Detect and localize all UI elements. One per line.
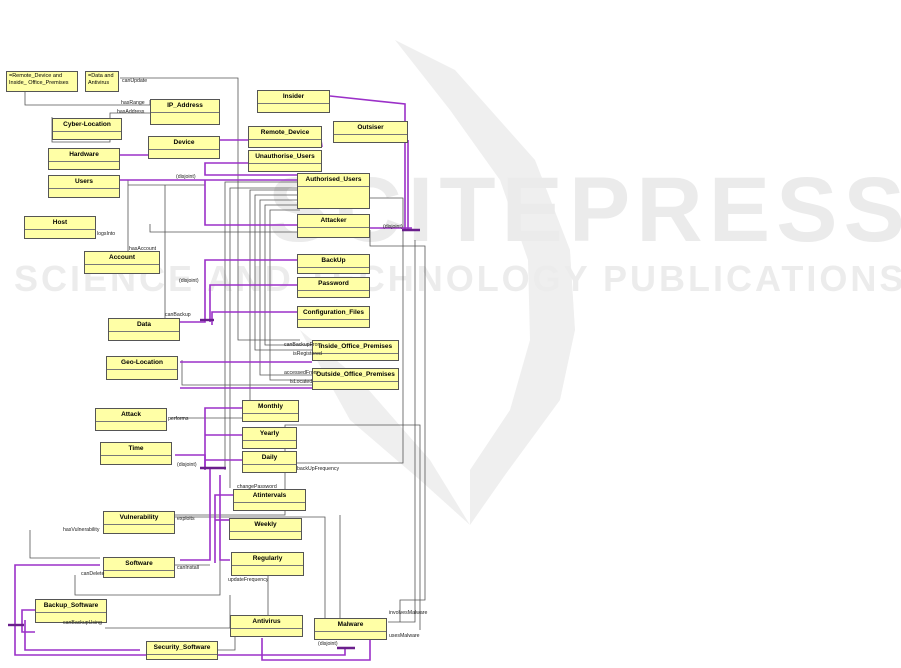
class-inside-office-premises[interactable]: Inside_Office_Premises bbox=[312, 340, 399, 361]
class-yearly[interactable]: Yearly bbox=[242, 427, 297, 449]
class-antivirus[interactable]: Antivirus bbox=[230, 615, 303, 637]
edge-label: canBackup bbox=[165, 312, 191, 318]
class-label: Security_Software bbox=[147, 642, 217, 655]
class-vulnerability[interactable]: Vulnerability bbox=[103, 511, 175, 534]
class-label: BackUp bbox=[298, 255, 369, 268]
class-regularly[interactable]: Regularly bbox=[231, 552, 304, 576]
class-malware[interactable]: Malware bbox=[314, 618, 387, 640]
class-label: Hardware bbox=[49, 149, 119, 162]
class-label: Cyber-Location bbox=[53, 119, 121, 132]
class-backup[interactable]: BackUp bbox=[297, 254, 370, 274]
class-unauthorised-users[interactable]: Unauthorise_Users bbox=[248, 150, 322, 172]
class-weekly[interactable]: Weekly bbox=[229, 518, 302, 540]
edge-label: logsInto bbox=[97, 231, 116, 237]
class-label: Backup_Software bbox=[36, 600, 106, 613]
class-label: Configuration_Files bbox=[298, 307, 369, 320]
class-password[interactable]: Password bbox=[297, 277, 370, 298]
edge-label: changePassword bbox=[237, 484, 277, 490]
class-label: Outside_Office_Premises bbox=[313, 369, 398, 382]
class-authorised-users[interactable]: Authorised_Users bbox=[297, 173, 370, 209]
class-label: Device bbox=[149, 137, 219, 150]
watermark-subtitle: SCIENCE AND TECHNOLOGY PUBLICATIONS bbox=[14, 258, 901, 299]
class-device[interactable]: Device bbox=[148, 136, 220, 159]
class-time[interactable]: Time bbox=[100, 442, 172, 465]
edge-label: exploits bbox=[177, 516, 195, 522]
edge-label: performs bbox=[168, 416, 189, 422]
class-label: Attacker bbox=[298, 215, 369, 228]
edge-label: updateFrequency bbox=[228, 577, 269, 583]
edge-label: (disjoint) bbox=[176, 174, 196, 180]
class-label: Daily bbox=[243, 452, 296, 465]
edge-label: (disjoint) bbox=[318, 641, 338, 647]
class-account[interactable]: Account bbox=[84, 251, 160, 274]
class-label: Users bbox=[49, 176, 119, 189]
class-label: IP_Address bbox=[151, 100, 219, 113]
edge-label: (disjoint) bbox=[179, 278, 199, 284]
class-outsider[interactable]: Outsiser bbox=[333, 121, 408, 143]
class-software[interactable]: Software bbox=[103, 557, 175, 578]
class-label: Attack bbox=[96, 409, 166, 422]
class-configuration-files[interactable]: Configuration_Files bbox=[297, 306, 370, 328]
edge-label: canBackupFrom bbox=[284, 342, 322, 348]
class-geo-location[interactable]: Geo-Location bbox=[106, 356, 178, 380]
class-remote-device[interactable]: Remote_Device bbox=[248, 126, 322, 148]
class-label: Data bbox=[109, 319, 179, 332]
class-label: Antivirus bbox=[231, 616, 302, 629]
equivalence-note-data: =Data and Antivirus bbox=[85, 71, 119, 92]
edge-label: isLocated bbox=[290, 379, 313, 385]
class-backup-software[interactable]: Backup_Software bbox=[35, 599, 107, 623]
class-users[interactable]: Users bbox=[48, 175, 120, 198]
edge-label: (disjoint) bbox=[177, 462, 197, 468]
edge-label: canInstall bbox=[177, 565, 199, 571]
class-label: Regularly bbox=[232, 553, 303, 566]
class-label: Time bbox=[101, 443, 171, 456]
class-label: Remote_Device bbox=[249, 127, 321, 140]
class-daily[interactable]: Daily bbox=[242, 451, 297, 473]
class-data[interactable]: Data bbox=[108, 318, 180, 341]
edge-label: hasAddress bbox=[117, 109, 145, 115]
edge-label: accessedFrom bbox=[284, 370, 319, 376]
class-label: Host bbox=[25, 217, 95, 230]
class-label: Account bbox=[85, 252, 159, 265]
class-label: Geo-Location bbox=[107, 357, 177, 370]
class-insider[interactable]: Insider bbox=[257, 90, 330, 113]
edge-label: backUpFrequency bbox=[297, 466, 340, 472]
class-label: Weekly bbox=[230, 519, 301, 532]
class-label: Atintervals bbox=[234, 490, 305, 503]
class-label: Insider bbox=[258, 91, 329, 104]
class-cyber-location[interactable]: Cyber-Location bbox=[52, 118, 122, 140]
class-label: Software bbox=[104, 558, 174, 571]
class-security-software[interactable]: Security_Software bbox=[146, 641, 218, 660]
edge-label: canBackupUsing bbox=[63, 620, 102, 626]
edge-label: canUpdate bbox=[122, 78, 148, 84]
edge-label: hasRange bbox=[121, 100, 145, 106]
class-host[interactable]: Host bbox=[24, 216, 96, 239]
edge-label: hasVulnerability bbox=[63, 527, 100, 533]
class-label: Monthly bbox=[243, 401, 298, 414]
class-label: Vulnerability bbox=[104, 512, 174, 525]
class-label: Authorised_Users bbox=[298, 174, 369, 187]
class-attack[interactable]: Attack bbox=[95, 408, 167, 431]
edge-label: canDelete bbox=[81, 571, 105, 577]
class-label: Yearly bbox=[243, 428, 296, 441]
class-atintervals[interactable]: Atintervals bbox=[233, 489, 306, 511]
watermark-title: SCITEPRESS bbox=[268, 159, 901, 261]
class-label: Password bbox=[298, 278, 369, 291]
edge-label: involvesMalware bbox=[389, 610, 428, 616]
class-attacker[interactable]: Attacker bbox=[297, 214, 370, 238]
class-label: Inside_Office_Premises bbox=[313, 341, 398, 354]
edge-label: isRegistered bbox=[293, 351, 322, 357]
class-monthly[interactable]: Monthly bbox=[242, 400, 299, 422]
edge-label: hasAccount bbox=[129, 246, 157, 252]
equivalence-note-remote: =Remote_Device and Inside_ Office_Premis… bbox=[6, 71, 78, 92]
class-label: Unauthorise_Users bbox=[249, 151, 321, 164]
class-ip-address[interactable]: IP_Address bbox=[150, 99, 220, 125]
edge-label: usesMalware bbox=[389, 633, 420, 639]
class-hardware[interactable]: Hardware bbox=[48, 148, 120, 170]
edge-label: (disjoint) bbox=[383, 224, 403, 230]
class-label: Malware bbox=[315, 619, 386, 632]
class-outside-office-premises[interactable]: Outside_Office_Premises bbox=[312, 368, 399, 390]
class-label: Outsiser bbox=[334, 122, 407, 135]
